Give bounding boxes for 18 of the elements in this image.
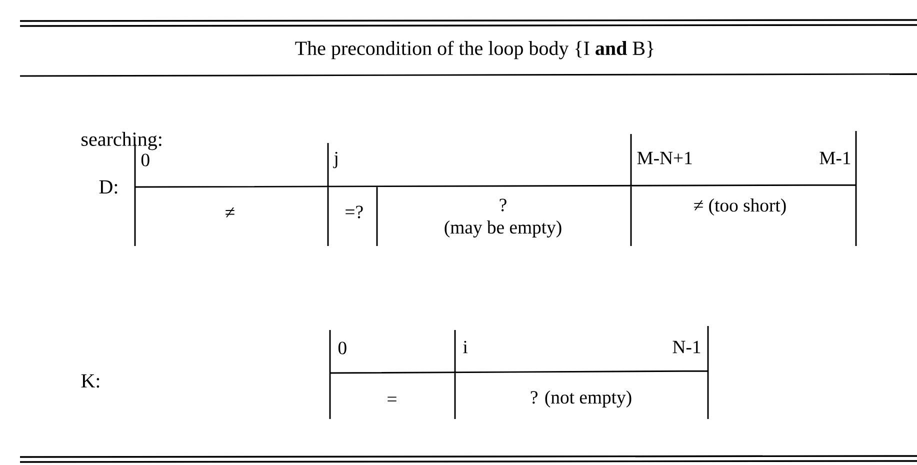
cell-label: ≠ (226, 207, 234, 218)
array-name: K: (81, 374, 100, 388)
index-label: M-1 (820, 152, 850, 164)
heading-label: searching: (82, 132, 162, 150)
index-label: i (463, 340, 468, 354)
index-label: 0 (338, 342, 346, 354)
cell-label: ≠ (too short) (694, 198, 786, 216)
title: The precondition of the loop body {I and B} (295, 40, 654, 60)
index-label: M-N+1 (637, 152, 692, 164)
index-label: 0 (141, 154, 150, 166)
cell-label: ? (500, 198, 506, 212)
cell-label: ? (not empty) (530, 390, 632, 408)
cell-label: (may be empty) (444, 220, 562, 238)
cell-label: = (388, 396, 396, 402)
array-name: D: (99, 180, 118, 194)
cell-label: =? (346, 206, 363, 218)
index-label: j (333, 152, 338, 168)
index-label: N-1 (672, 340, 700, 354)
